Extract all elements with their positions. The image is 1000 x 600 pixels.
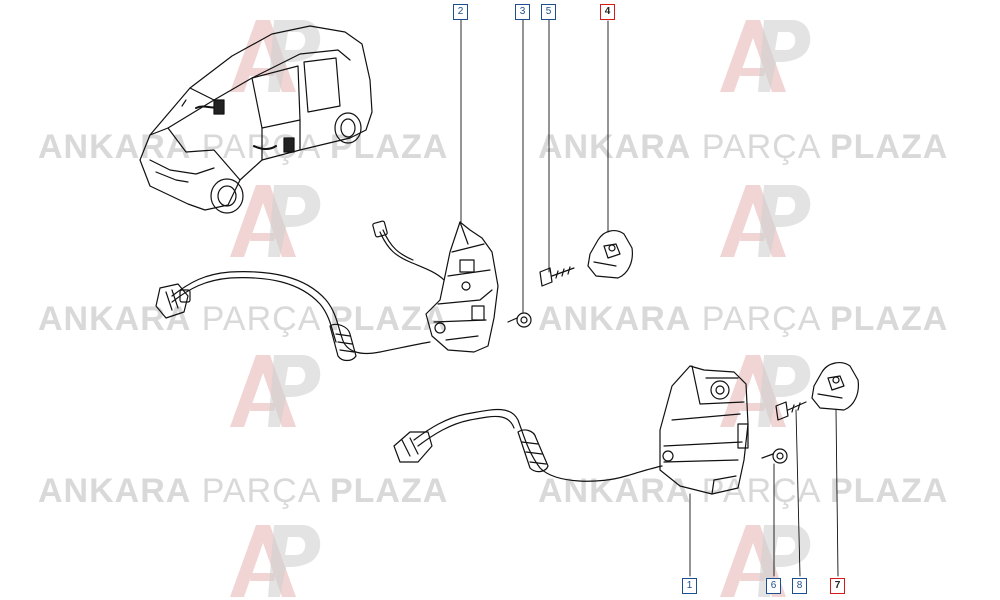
callout-2[interactable]: 2 [453, 4, 468, 20]
leader-lines [460, 18, 839, 577]
ap-logo-watermark [720, 355, 811, 427]
ap-logo-watermark [720, 185, 811, 257]
ap-logo-watermark [230, 185, 321, 257]
callout-7[interactable]: 7 [830, 578, 845, 594]
callout-6[interactable]: 6 [766, 578, 781, 594]
striker-4 [587, 230, 633, 279]
ap-logo-watermark [230, 20, 321, 92]
callout-4[interactable]: 4 [600, 4, 615, 20]
small-bolt-3 [507, 312, 532, 328]
small-bolt-6 [761, 448, 788, 464]
striker-7 [811, 362, 859, 411]
watermark-text: ANKARA PARÇA PLAZA [38, 472, 449, 510]
screw-5 [539, 266, 575, 287]
front-door-lock-assembly [155, 220, 499, 362]
ap-logo-watermark [230, 355, 321, 427]
watermark-text: ANKARA PARÇA PLAZA [538, 128, 949, 166]
callout-1[interactable]: 1 [682, 578, 697, 594]
screw-8 [775, 401, 807, 421]
watermark-text: ANKARA PARÇA PLAZA [38, 128, 449, 166]
callout-5[interactable]: 5 [541, 4, 556, 20]
ap-logo-watermark [720, 20, 811, 92]
watermark-text: ANKARA PARÇA PLAZA [538, 300, 949, 338]
ap-logo-watermark [230, 525, 321, 597]
callout-8[interactable]: 8 [792, 578, 807, 594]
vehicle-illustration [139, 25, 373, 214]
callout-3[interactable]: 3 [515, 4, 530, 20]
rear-door-lock-assembly [393, 365, 749, 495]
